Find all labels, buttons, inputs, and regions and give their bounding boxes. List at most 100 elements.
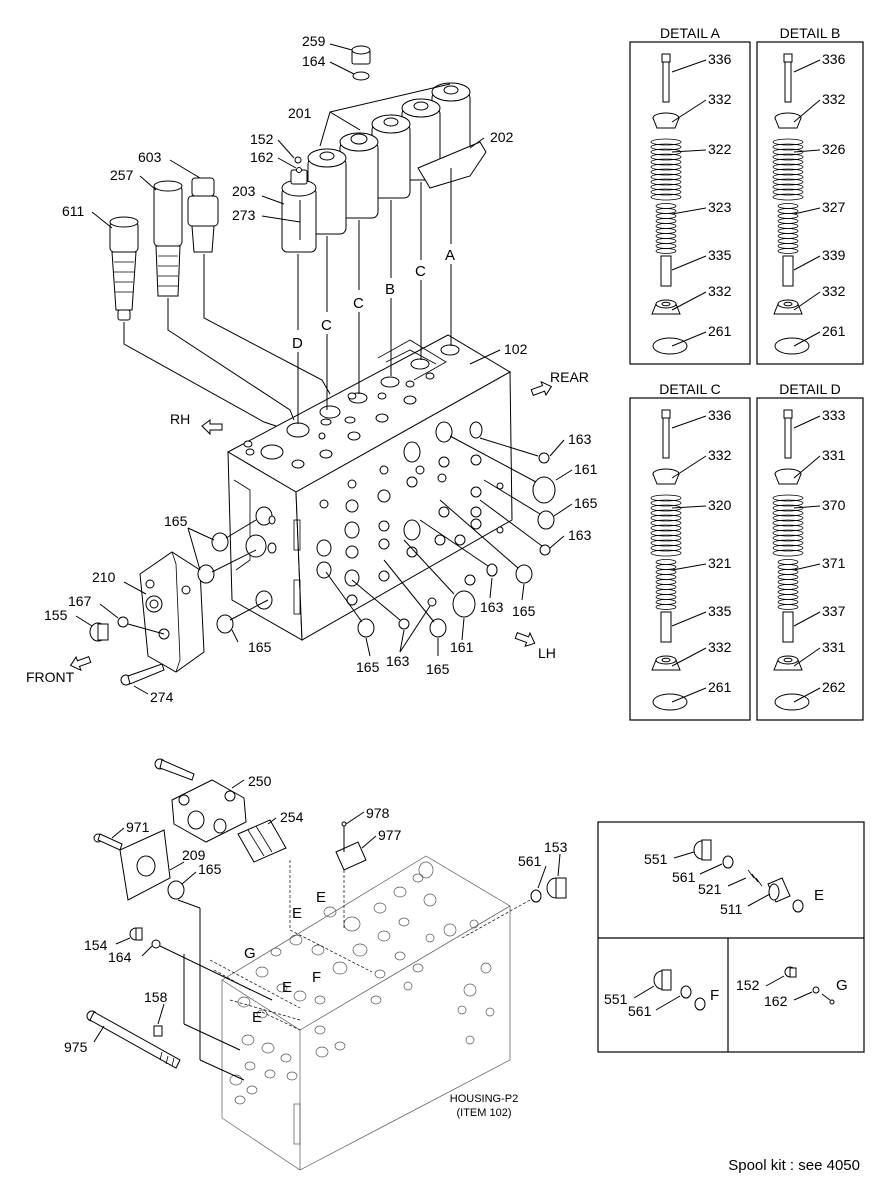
label-561-f: 561 bbox=[628, 1003, 652, 1019]
label-165-bottom: 165 bbox=[198, 861, 222, 877]
letter-e-inset: E bbox=[814, 887, 824, 904]
inner-spring-coil bbox=[777, 243, 799, 249]
outer-spring-coil bbox=[650, 529, 682, 537]
housing-bottom-port bbox=[412, 963, 424, 973]
label-971: 971 bbox=[126, 819, 150, 835]
label-250: 250 bbox=[248, 773, 272, 789]
label-259: 259 bbox=[302, 33, 326, 49]
outer-spring-coil bbox=[650, 158, 682, 166]
outer-spring-coil bbox=[772, 494, 804, 502]
label-163-b: 163 bbox=[568, 527, 592, 543]
detail-leader-line bbox=[671, 563, 707, 571]
housing-bottom-port bbox=[343, 916, 361, 932]
valve-housing-bottom bbox=[221, 855, 511, 1171]
side-port-hole bbox=[345, 499, 359, 513]
detail-part-label: 336 bbox=[822, 51, 846, 67]
front-arrow-icon bbox=[69, 655, 92, 672]
detail-c-title: DETAIL C bbox=[659, 381, 720, 397]
label-273: 273 bbox=[232, 207, 256, 223]
detail-leader-line bbox=[793, 59, 821, 73]
cartridge-257 bbox=[153, 180, 183, 297]
label-561-bottom: 561 bbox=[518, 853, 542, 869]
label-603: 603 bbox=[138, 149, 162, 165]
pin-head-part bbox=[783, 409, 793, 419]
label-978: 978 bbox=[366, 805, 390, 821]
label-158: 158 bbox=[144, 989, 168, 1005]
detail-part-label: 339 bbox=[822, 247, 846, 263]
spacer-part bbox=[782, 611, 794, 643]
label-165-a: 165 bbox=[574, 495, 598, 511]
housing-bottom-port bbox=[352, 943, 368, 957]
outer-spring-coil bbox=[650, 178, 682, 186]
side-port-hole bbox=[379, 465, 389, 475]
inner-spring-coil bbox=[655, 233, 677, 239]
side-port-hole bbox=[469, 421, 483, 439]
outer-spring-coil bbox=[772, 158, 804, 166]
letter-g-1: G bbox=[244, 945, 256, 962]
outer-spring-coil bbox=[650, 183, 682, 191]
housing-bottom-port bbox=[443, 923, 457, 937]
lh-arrow-icon bbox=[514, 631, 536, 647]
port-hole bbox=[377, 392, 387, 400]
housing-bottom-port bbox=[293, 990, 307, 1002]
housing-bottom-port bbox=[246, 1085, 258, 1095]
label-254: 254 bbox=[280, 809, 304, 825]
label-202: 202 bbox=[490, 129, 514, 145]
label-257: 257 bbox=[110, 167, 134, 183]
front-port-hole bbox=[245, 534, 267, 558]
outer-spring-coil bbox=[650, 504, 682, 512]
housing-bottom-port bbox=[465, 1035, 475, 1045]
rh-arrow-icon bbox=[201, 419, 223, 436]
detail-part-label: 371 bbox=[822, 555, 846, 571]
detail-part-label: 332 bbox=[708, 91, 732, 107]
plug-551-e bbox=[693, 839, 712, 861]
housing-bottom-port bbox=[270, 947, 282, 957]
outer-spring-coil bbox=[772, 188, 804, 196]
housing-bottom-port bbox=[314, 1025, 326, 1035]
letter-g-inset: G bbox=[836, 977, 848, 994]
detail-part-label: 321 bbox=[708, 555, 732, 571]
housing-bottom-port bbox=[234, 1095, 246, 1105]
outer-spring-coil bbox=[772, 143, 804, 151]
detail-leader-line bbox=[671, 207, 707, 215]
solenoid-leaders bbox=[297, 168, 452, 424]
inner-spring-coil bbox=[777, 223, 799, 229]
inner-spring-coil bbox=[777, 594, 799, 600]
label-162: 162 bbox=[250, 149, 274, 165]
outer-spring-coil bbox=[772, 168, 804, 176]
outer-spring-coil bbox=[650, 193, 682, 201]
detail-part-label: 332 bbox=[822, 283, 846, 299]
oring-561-f bbox=[680, 985, 692, 999]
detail-leader-line bbox=[671, 99, 707, 123]
side-port-hole bbox=[406, 476, 418, 488]
pin-part bbox=[662, 413, 670, 459]
side-port-hole bbox=[496, 482, 504, 490]
side-port-hole bbox=[406, 546, 418, 558]
inner-spring-coil bbox=[777, 559, 799, 565]
oring-part bbox=[652, 337, 688, 355]
port-hole bbox=[245, 448, 255, 456]
label-165-e: 165 bbox=[426, 661, 450, 677]
seat-lower-hole-part bbox=[783, 301, 793, 307]
port-hole bbox=[440, 344, 460, 356]
solenoid-c2 bbox=[339, 132, 379, 219]
block-250 bbox=[171, 779, 247, 843]
side-port-hole bbox=[470, 486, 482, 498]
direction-arrows bbox=[69, 380, 553, 672]
detail-leader-line bbox=[793, 563, 821, 571]
label-611: 611 bbox=[62, 203, 85, 219]
bolt-971 bbox=[93, 833, 123, 851]
outer-spring-coil bbox=[772, 544, 804, 552]
detail-leader-line bbox=[671, 455, 707, 479]
outer-spring-coil bbox=[650, 534, 682, 542]
outer-spring-coil bbox=[650, 509, 682, 517]
plate-977 bbox=[335, 821, 367, 871]
detail-part-label: 336 bbox=[708, 407, 732, 423]
side-port-hole bbox=[415, 465, 425, 475]
inner-spring-coil bbox=[655, 584, 677, 590]
port-hole bbox=[286, 422, 310, 438]
outer-spring-coil bbox=[650, 153, 682, 161]
outer-spring-coil bbox=[650, 148, 682, 156]
outer-spring-coil bbox=[650, 188, 682, 196]
letter-e-2: E bbox=[316, 889, 326, 906]
